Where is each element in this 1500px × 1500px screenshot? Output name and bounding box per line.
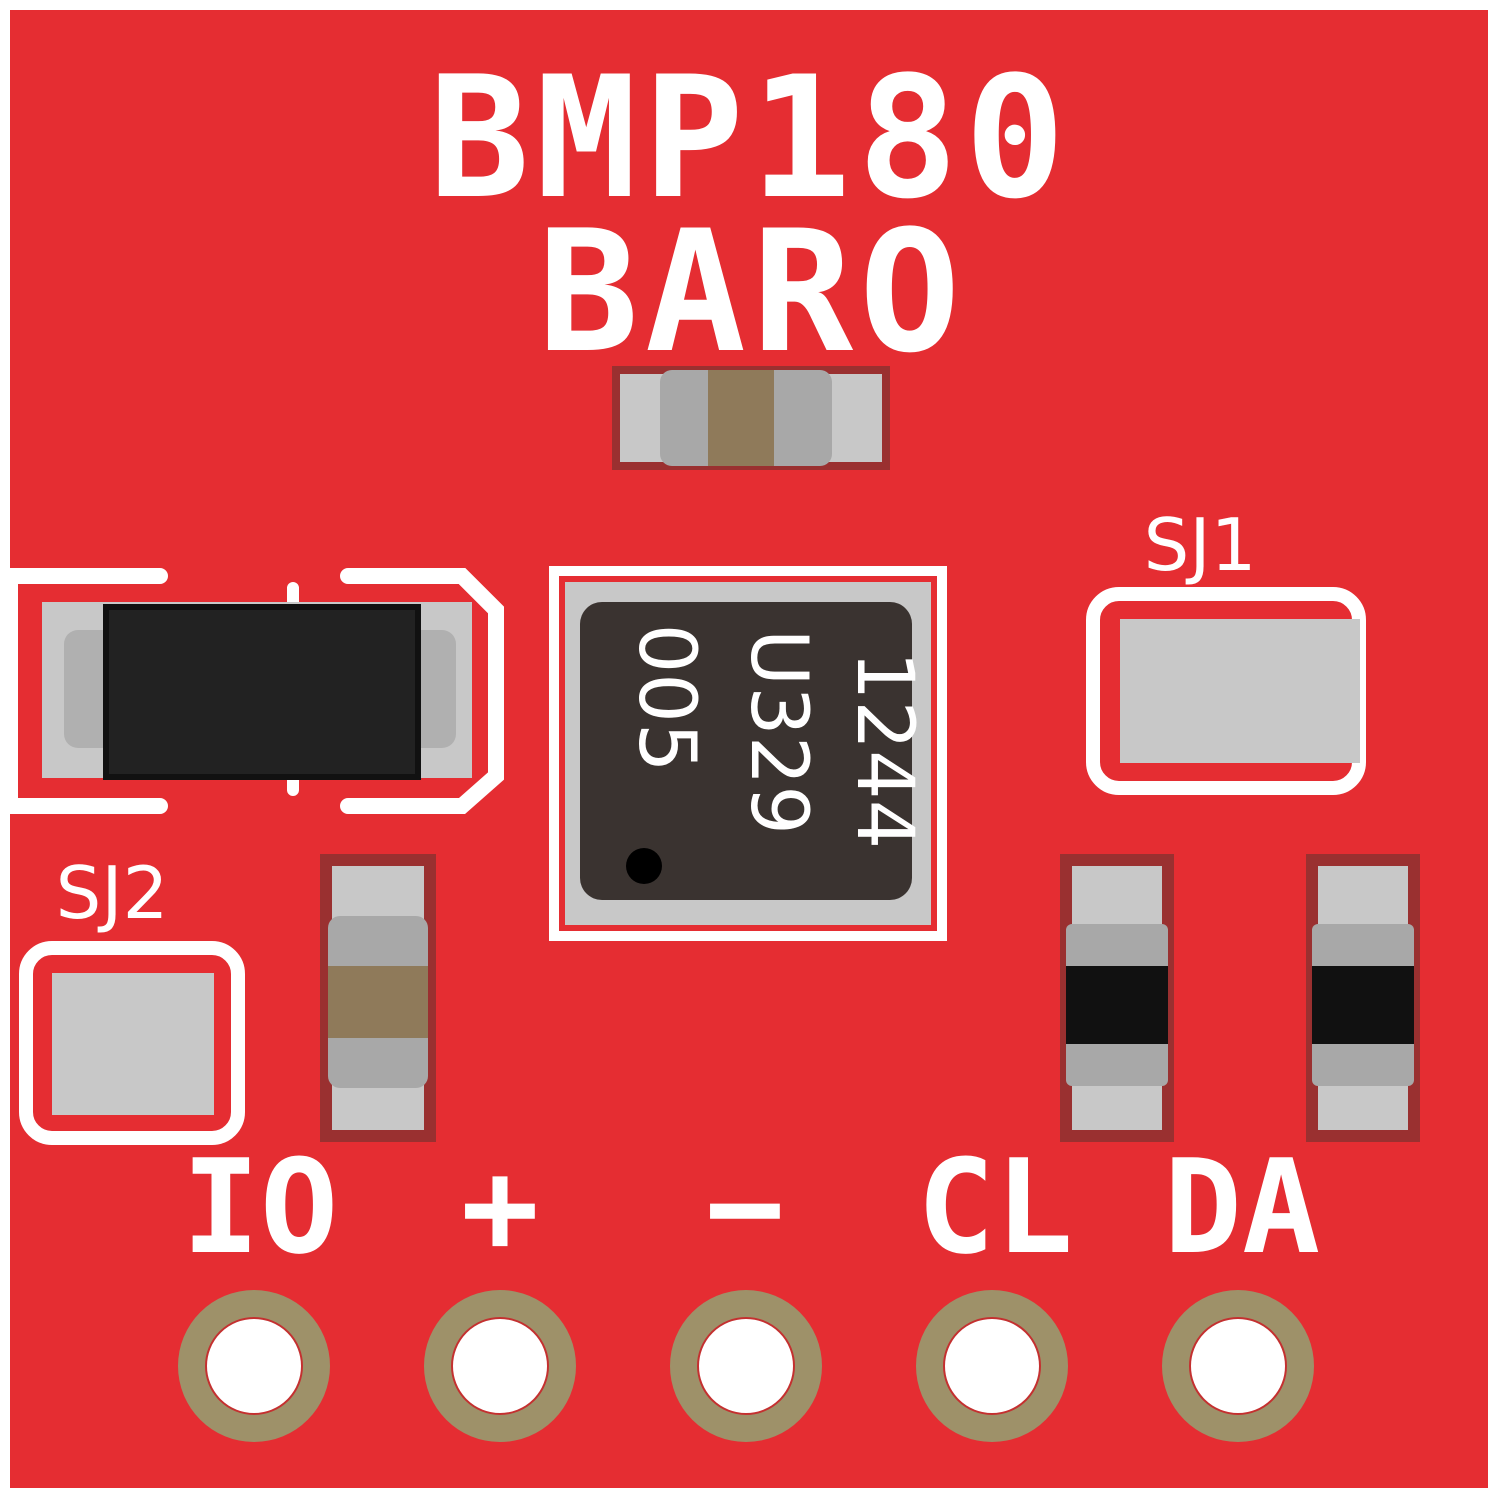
title-line-1: BMP180 xyxy=(429,40,1072,236)
pin-hole-cl[interactable] xyxy=(916,1290,1068,1442)
sj2-label: SJ2 xyxy=(56,851,169,935)
sj1-label: SJ1 xyxy=(1144,503,1257,587)
bmp180-chip: 1244 U329 005 xyxy=(549,566,947,941)
diode-left xyxy=(2,568,504,814)
resistor-right-2 xyxy=(1306,854,1420,1142)
pin-label-da: DA xyxy=(1164,1131,1321,1283)
solder-jumper-sj1[interactable] xyxy=(1086,587,1366,795)
chip-pin1-dot xyxy=(626,848,662,884)
chip-marking-line-1: 1244 xyxy=(839,651,929,850)
solder-jumper-sj2[interactable] xyxy=(19,941,245,1145)
pin-hole-io[interactable] xyxy=(178,1290,330,1442)
pin-hole-vcc[interactable] xyxy=(424,1290,576,1442)
chip-marking-line-2: U329 xyxy=(733,629,823,835)
capacitor-left xyxy=(320,854,436,1142)
pin-label-io: IO xyxy=(182,1131,339,1283)
pin-hole-gnd[interactable] xyxy=(670,1290,822,1442)
pin-label-cl: CL xyxy=(917,1131,1074,1283)
capacitor-top xyxy=(612,366,890,470)
pin-label-gnd: − xyxy=(706,1131,784,1283)
pin-label-vcc: + xyxy=(461,1131,539,1283)
resistor-right-1 xyxy=(1060,854,1174,1142)
pin-hole-da[interactable] xyxy=(1162,1290,1314,1442)
chip-marking-line-3: 005 xyxy=(621,624,711,773)
title-line-2: BARO xyxy=(538,194,967,390)
